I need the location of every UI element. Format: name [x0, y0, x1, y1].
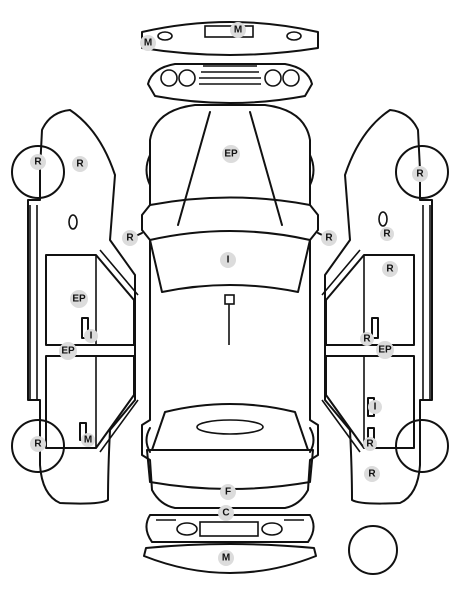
- svg-text:EP: EP: [378, 345, 392, 356]
- svg-text:R: R: [325, 233, 333, 244]
- badge-left-pillar[interactable]: EP: [59, 342, 77, 360]
- svg-text:I: I: [374, 402, 377, 413]
- svg-text:F: F: [225, 487, 231, 498]
- badge-right-fuel-cap[interactable]: R: [380, 227, 394, 241]
- badge-mirror-right[interactable]: R: [321, 230, 337, 246]
- svg-text:M: M: [234, 25, 242, 36]
- front-bumper[interactable]: [143, 514, 317, 574]
- svg-text:I: I: [90, 331, 93, 342]
- rear-panel[interactable]: [147, 63, 313, 104]
- svg-text:R: R: [363, 334, 371, 345]
- svg-text:EP: EP: [72, 294, 86, 305]
- svg-text:R: R: [416, 169, 424, 180]
- svg-text:C: C: [222, 508, 229, 519]
- svg-text:R: R: [366, 439, 374, 450]
- left-side-view[interactable]: [11, 109, 139, 505]
- svg-text:R: R: [34, 157, 42, 168]
- svg-text:R: R: [126, 233, 134, 244]
- badge-rear-bumper-left[interactable]: M: [140, 35, 156, 51]
- badge-left-rear-fender[interactable]: R: [72, 156, 88, 172]
- spare-wheel[interactable]: [348, 525, 398, 575]
- badge-trunk[interactable]: EP: [222, 145, 240, 163]
- badge-front-bumper[interactable]: C: [218, 505, 234, 521]
- svg-text:R: R: [76, 159, 84, 170]
- badge-right-rear-door[interactable]: R: [382, 261, 398, 277]
- badge-left-rear-door[interactable]: EP: [70, 290, 88, 308]
- badge-left-rear-wheel[interactable]: R: [30, 154, 46, 170]
- svg-text:I: I: [227, 255, 230, 266]
- svg-text:R: R: [34, 439, 42, 450]
- svg-text:M: M: [84, 435, 92, 446]
- badge-right-door-handle[interactable]: R: [360, 332, 374, 346]
- badge-mirror-left[interactable]: R: [122, 230, 138, 246]
- svg-text:EP: EP: [61, 346, 75, 357]
- badge-right-front-door[interactable]: I: [368, 400, 382, 414]
- rear-bumper[interactable]: [141, 21, 319, 56]
- badge-right-rear-wheel[interactable]: R: [412, 166, 428, 182]
- svg-text:R: R: [383, 229, 391, 240]
- badge-front-lower-bumper[interactable]: M: [218, 550, 234, 566]
- badge-left-front-door-handle[interactable]: M: [81, 433, 95, 447]
- right-side-view[interactable]: [321, 109, 449, 505]
- svg-text:M: M: [222, 553, 230, 564]
- car-body-top-view[interactable]: [127, 104, 333, 509]
- badge-right-front-fender[interactable]: R: [364, 466, 380, 482]
- svg-text:M: M: [144, 38, 152, 49]
- svg-text:R: R: [368, 469, 376, 480]
- badge-right-pillar[interactable]: EP: [376, 341, 394, 359]
- badge-left-door-handle[interactable]: I: [84, 329, 98, 343]
- badge-rear-bumper-center[interactable]: M: [230, 22, 246, 38]
- svg-text:EP: EP: [224, 149, 238, 160]
- badge-left-front-wheel[interactable]: R: [30, 436, 46, 452]
- badge-right-front-door-handle[interactable]: R: [363, 437, 377, 451]
- badge-hood[interactable]: F: [220, 484, 236, 500]
- svg-text:R: R: [386, 264, 394, 275]
- badge-roof[interactable]: I: [220, 252, 236, 268]
